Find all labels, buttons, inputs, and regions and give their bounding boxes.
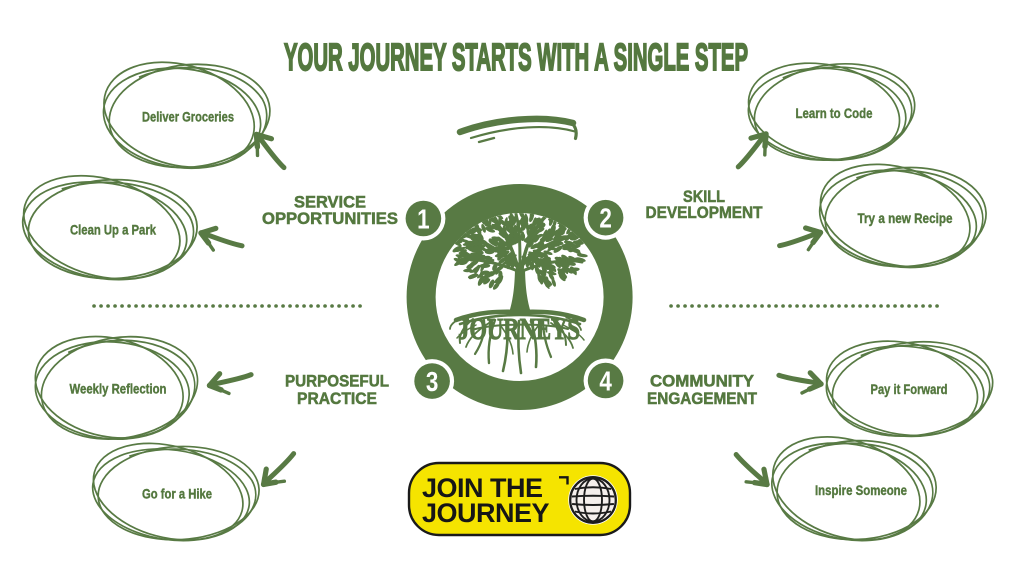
svg-text:3: 3 bbox=[426, 366, 439, 397]
svg-text:PURPOSEFUL: PURPOSEFUL bbox=[285, 372, 389, 391]
svg-text:ENGAGEMENT: ENGAGEMENT bbox=[647, 389, 758, 408]
svg-text:Clean Up a Park: Clean Up a Park bbox=[70, 223, 156, 238]
svg-text:Pay it Forward: Pay it Forward bbox=[871, 382, 948, 397]
svg-text:SKILL: SKILL bbox=[683, 187, 725, 206]
svg-text:SERVICE: SERVICE bbox=[294, 193, 366, 212]
svg-text:OPPORTUNITIES: OPPORTUNITIES bbox=[262, 209, 398, 228]
svg-text:Learn to Code: Learn to Code bbox=[796, 106, 873, 121]
svg-text:1: 1 bbox=[417, 204, 430, 235]
svg-text:2: 2 bbox=[599, 203, 612, 234]
svg-text:Try a new Recipe: Try a new Recipe bbox=[858, 211, 953, 226]
svg-text:PRACTICE: PRACTICE bbox=[297, 389, 377, 408]
svg-text:JOURNEYS: JOURNEYS bbox=[458, 311, 580, 346]
svg-text:Weekly Reflection: Weekly Reflection bbox=[70, 382, 167, 397]
svg-text:JOURNEY: JOURNEY bbox=[422, 498, 550, 528]
svg-text:Go for a Hike: Go for a Hike bbox=[142, 487, 212, 502]
svg-text:4: 4 bbox=[599, 366, 612, 397]
svg-text:DEVELOPMENT: DEVELOPMENT bbox=[646, 203, 764, 222]
svg-text:COMMUNITY: COMMUNITY bbox=[650, 372, 755, 391]
svg-text:Inspire Someone: Inspire Someone bbox=[815, 483, 907, 498]
svg-text:JOIN THE: JOIN THE bbox=[422, 473, 543, 503]
svg-text:Deliver Groceries: Deliver Groceries bbox=[142, 110, 234, 125]
svg-text:YOUR JOURNEY STARTS WITH A SIN: YOUR JOURNEY STARTS WITH A SINGLE STEP bbox=[284, 37, 748, 79]
